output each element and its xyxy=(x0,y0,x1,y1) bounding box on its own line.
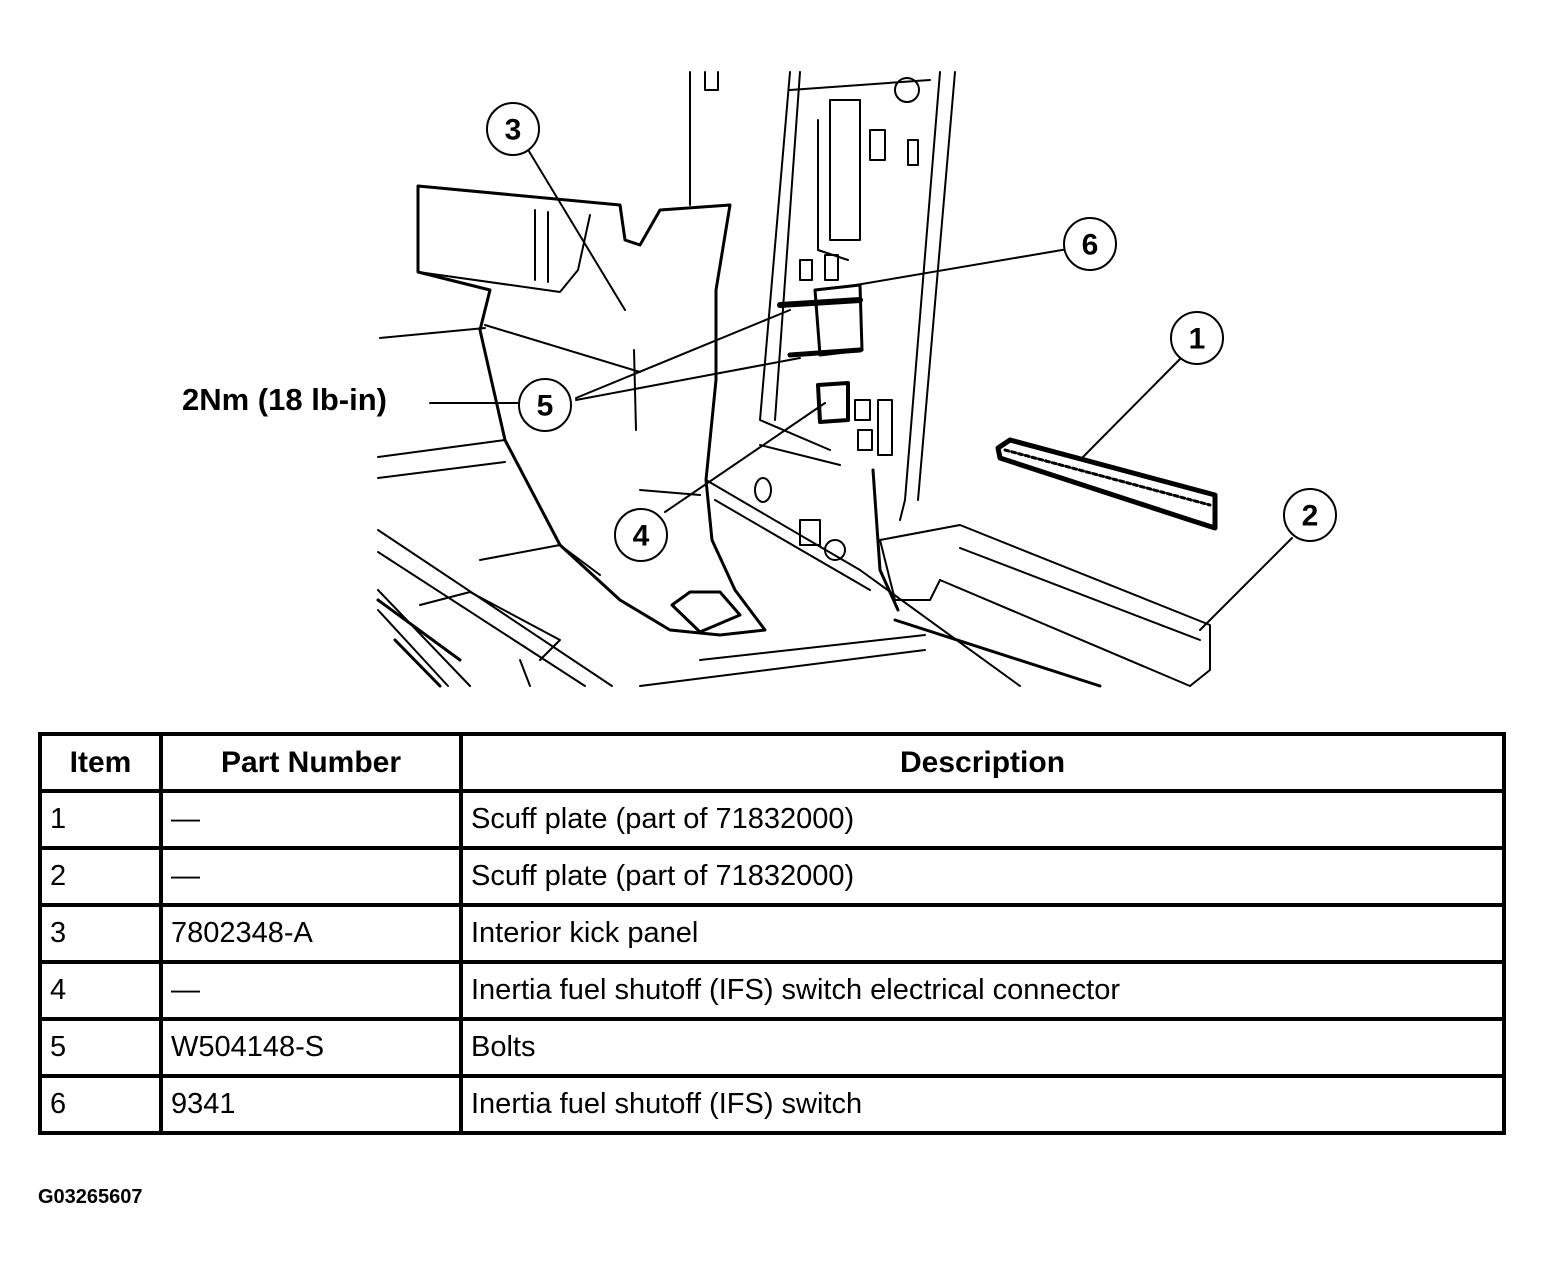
cell-description: Scuff plate (part of 71832000) xyxy=(459,789,1506,850)
column-header-item: Item xyxy=(38,732,163,793)
callout-label-1: 1 xyxy=(1189,323,1206,356)
cell-item: 4 xyxy=(38,960,163,1021)
cell-item: 2 xyxy=(38,846,163,907)
cell-description: Inertia fuel shutoff (IFS) switch electr… xyxy=(459,960,1506,1021)
cell-part-number: — xyxy=(159,846,463,907)
callout-label-2: 2 xyxy=(1302,500,1319,533)
cell-description: Inertia fuel shutoff (IFS) switch xyxy=(459,1074,1506,1135)
cell-part-number: 9341 xyxy=(159,1074,463,1135)
cell-part-number: — xyxy=(159,789,463,850)
parts-table: Item Part Number Description 1 — Scuff p… xyxy=(38,732,1506,1135)
column-header-part-number: Part Number xyxy=(159,732,463,793)
cell-item: 5 xyxy=(38,1017,163,1078)
callout-circle-3 xyxy=(486,102,540,156)
cell-item: 3 xyxy=(38,903,163,964)
table-row: 3 7802348-A Interior kick panel xyxy=(38,903,1506,964)
cell-part-number: 7802348-A xyxy=(159,903,463,964)
table-header-row: Item Part Number Description xyxy=(38,732,1506,793)
callout-label-6: 6 xyxy=(1082,229,1099,262)
cell-description: Interior kick panel xyxy=(459,903,1506,964)
callout-label-3: 3 xyxy=(505,114,522,147)
table-row: 2 — Scuff plate (part of 71832000) xyxy=(38,846,1506,907)
cell-item: 6 xyxy=(38,1074,163,1135)
cell-part-number: W504148-S xyxy=(159,1017,463,1078)
kick-panel-diagram: 3 6 1 5 4 2 2Nm (18 lb-in) xyxy=(182,71,1337,688)
column-header-description: Description xyxy=(459,732,1506,793)
callout-label-4: 4 xyxy=(633,520,650,553)
callout-circle-1 xyxy=(1170,311,1224,365)
table-row: 6 9341 Inertia fuel shutoff (IFS) switch xyxy=(38,1074,1506,1135)
callout-label-5: 5 xyxy=(537,390,554,423)
table-row: 4 — Inertia fuel shutoff (IFS) switch el… xyxy=(38,960,1506,1021)
callout-circle-2 xyxy=(1283,488,1337,542)
callout-circle-5 xyxy=(518,378,572,432)
callout-circle-4 xyxy=(614,508,668,562)
table-row: 1 — Scuff plate (part of 71832000) xyxy=(38,789,1506,850)
cell-part-number: — xyxy=(159,960,463,1021)
cell-description: Scuff plate (part of 71832000) xyxy=(459,846,1506,907)
cell-item: 1 xyxy=(38,789,163,850)
figure-id: G03265607 xyxy=(38,1186,143,1208)
table-row: 5 W504148-S Bolts xyxy=(38,1017,1506,1078)
cell-description: Bolts xyxy=(459,1017,1506,1078)
torque-spec-label: 2Nm (18 lb-in) xyxy=(182,382,387,417)
callout-circle-6 xyxy=(1063,217,1117,271)
